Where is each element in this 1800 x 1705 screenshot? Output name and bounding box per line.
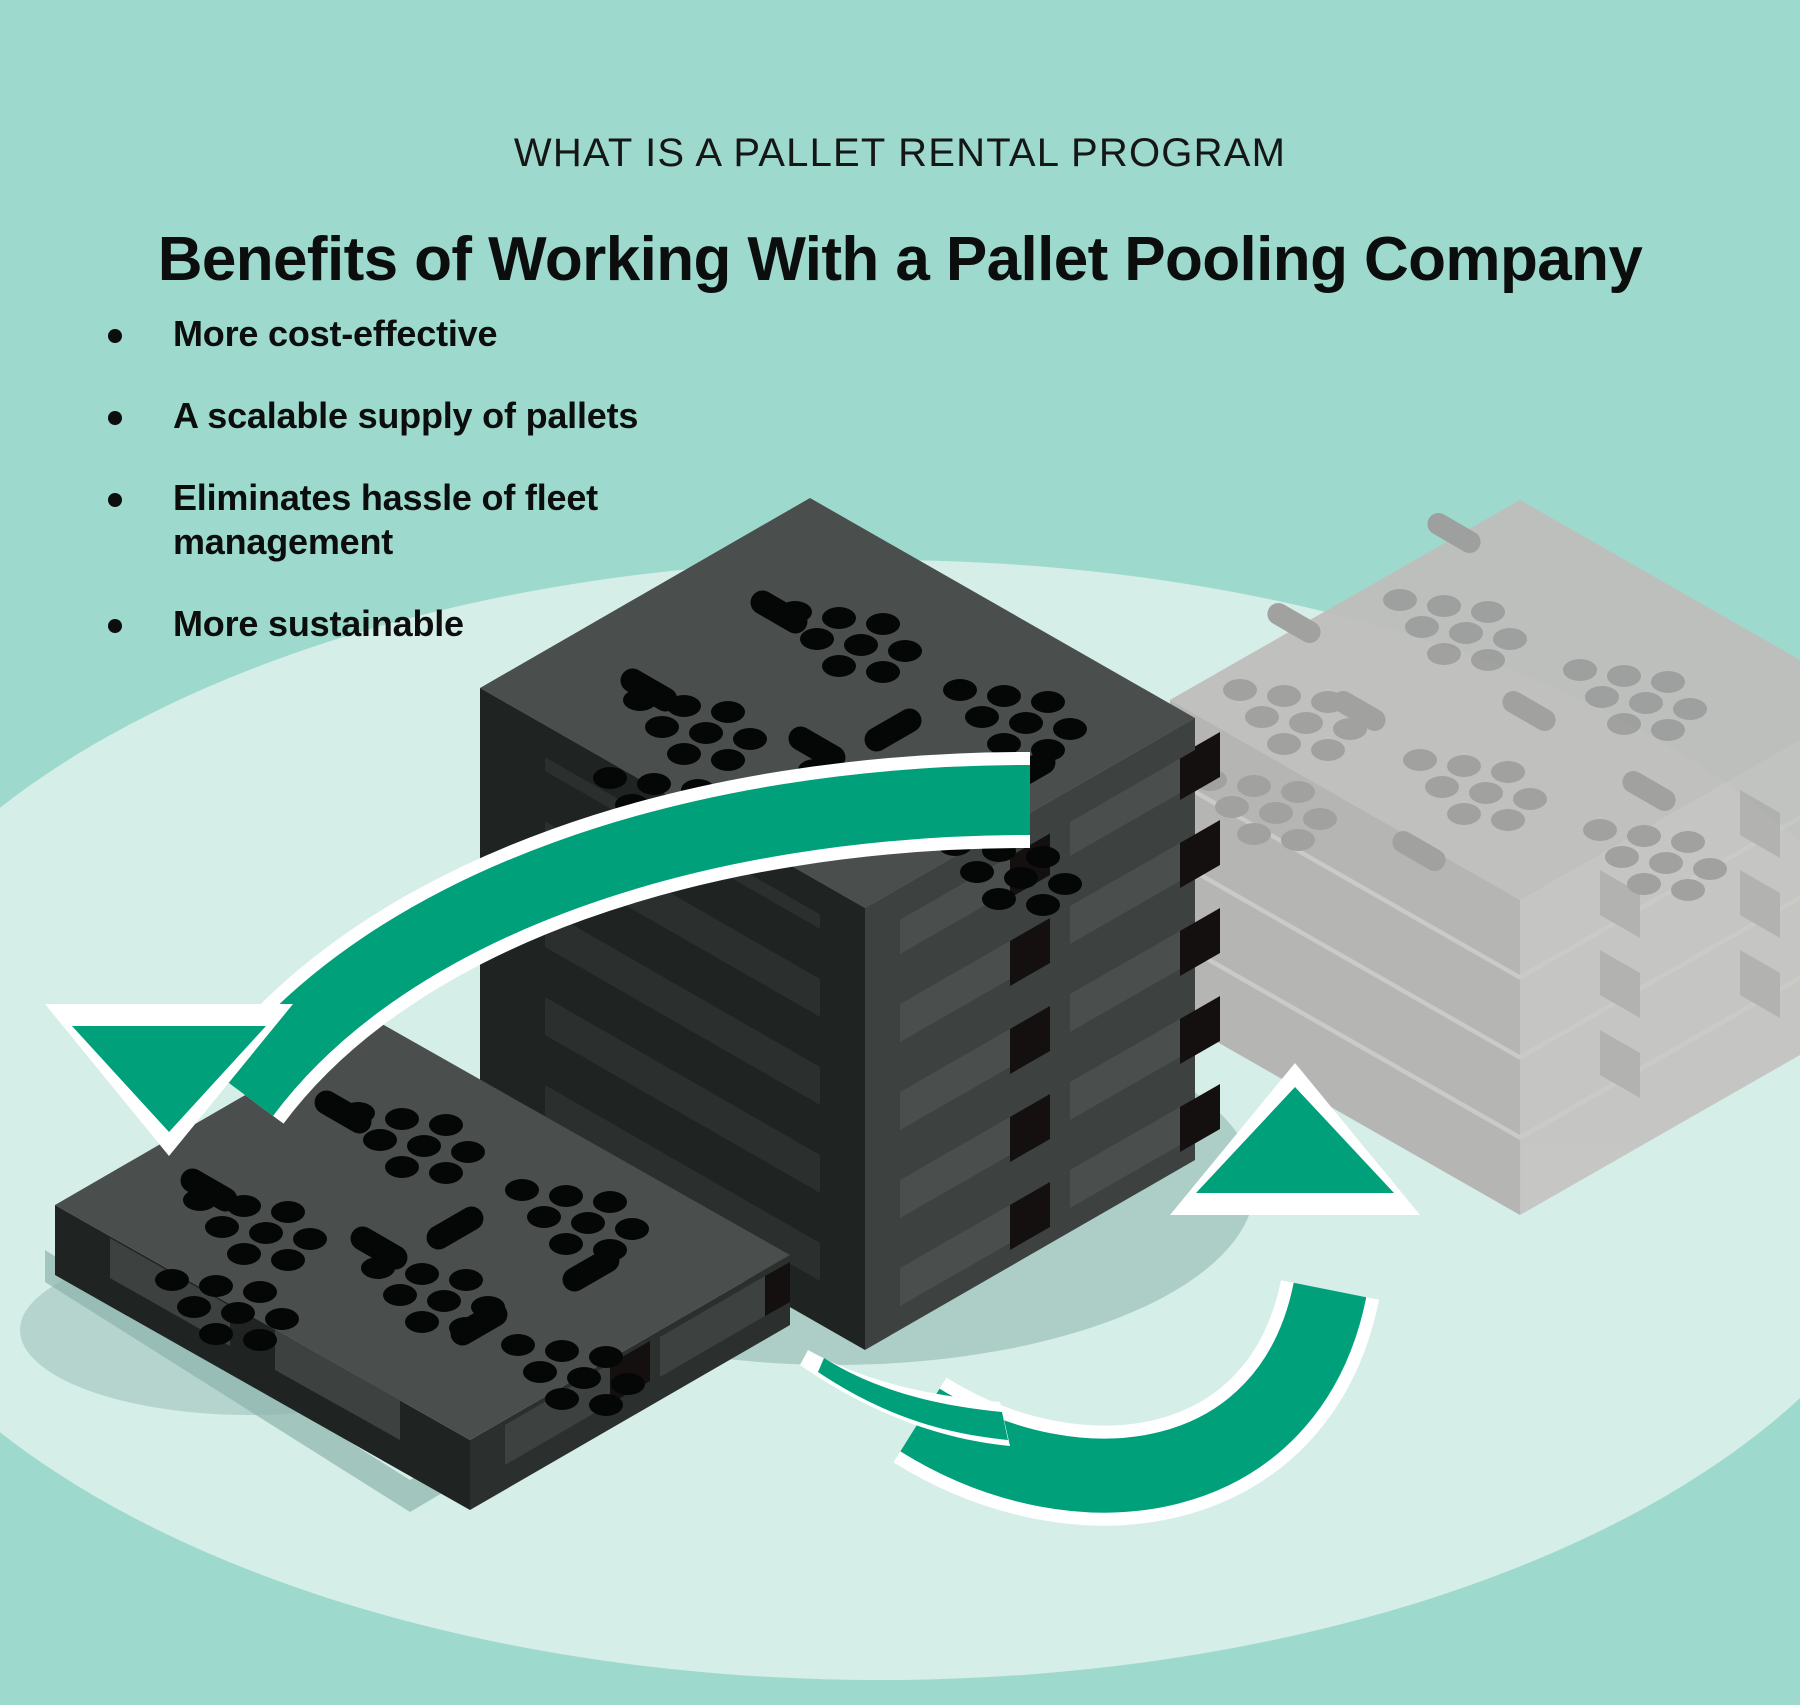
- benefits-list: More cost-effective A scalable supply of…: [108, 312, 888, 684]
- benefit-label: Eliminates hassle of fleet management: [173, 476, 598, 562]
- single-pallet-top-deck: [55, 1020, 790, 1440]
- list-item: Eliminates hassle of fleet management: [108, 476, 888, 564]
- pallet-stack-dark: [480, 498, 1220, 1350]
- grey-deck-perforations: [1193, 513, 1727, 901]
- benefit-label: More cost-effective: [173, 313, 498, 354]
- page-title: Benefits of Working With a Pallet Poolin…: [157, 224, 1643, 294]
- bullet-dot-icon: [108, 329, 122, 343]
- bullet-dot-icon: [108, 492, 122, 507]
- eyebrow-label: WHAT IS A PALLET RENTAL PROGRAM: [513, 131, 1287, 175]
- benefit-label: More sustainable: [173, 602, 464, 644]
- bullet-dot-icon: [108, 618, 122, 633]
- single-deck-perforations: [155, 1090, 649, 1416]
- grey-pallet-top-deck: [1170, 500, 1800, 900]
- list-item: More sustainable: [108, 602, 888, 646]
- benefit-label: A scalable supply of pallets: [173, 394, 639, 436]
- bullet-dot-icon: [108, 410, 122, 425]
- pallet-single-dark: [20, 1020, 790, 1512]
- list-item: More cost-effective: [108, 312, 888, 356]
- arrow-right-up: [800, 1063, 1420, 1526]
- arrow-left-down: [45, 752, 1031, 1156]
- list-item: A scalable supply of pallets: [108, 394, 888, 438]
- pallet-stack-grey: [1170, 500, 1800, 1215]
